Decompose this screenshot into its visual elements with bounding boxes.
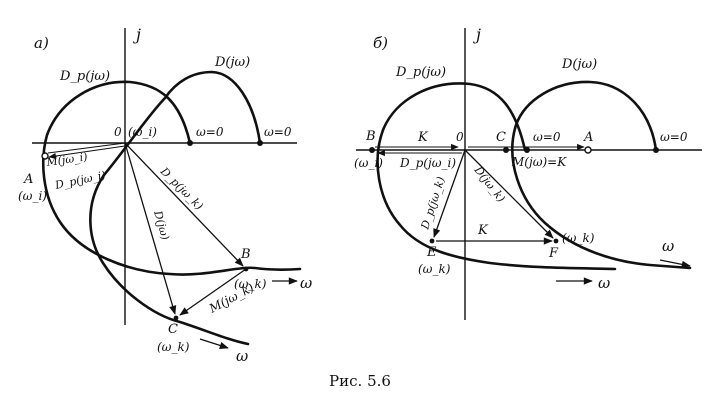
panel-b: б) j D_p(jω) D(jω) B (ω_i) K 0 C ω=0 A ω… bbox=[354, 25, 702, 320]
omega-b-label-a: ω bbox=[300, 274, 312, 292]
point-c-label-a: C bbox=[168, 322, 178, 337]
point-b-label-a: B bbox=[240, 247, 251, 262]
vec-m-k-label-a: M(jω_k) bbox=[206, 280, 256, 316]
vec-m-i-label-a: M(jω_i) bbox=[45, 150, 89, 169]
dp-curve-a bbox=[42, 80, 302, 276]
omega-arrow-c-a bbox=[199, 338, 229, 349]
dp-curve-label-b: D_p(jω) bbox=[395, 65, 446, 80]
dp-curve-label-a: D_p(jω) bbox=[59, 69, 110, 84]
origin-label-b: 0 bbox=[456, 130, 464, 144]
point-c-label-b: C bbox=[496, 130, 506, 145]
vec-dp-i-label-b: D_p(jω_i) bbox=[399, 156, 456, 170]
vec-d-k-b bbox=[464, 149, 554, 239]
point-a-marker-b bbox=[584, 146, 592, 154]
point-a-sub: (ω_i) bbox=[18, 189, 47, 203]
d-curve-label-a: D(jω) bbox=[214, 55, 250, 70]
point-f-label-b: F bbox=[548, 246, 559, 261]
dp-curve-b bbox=[376, 82, 617, 271]
origin-sub-a: (ω_i) bbox=[128, 125, 157, 139]
omega-top-label-b: ω bbox=[662, 237, 674, 255]
vec-d-a bbox=[124, 142, 177, 315]
omega-bottom-label-b: ω bbox=[598, 274, 610, 292]
vec-dp-k-label-b: D_p(jω_k) bbox=[418, 175, 448, 232]
point-c-marker bbox=[173, 315, 179, 321]
vec-dp-k-a bbox=[124, 142, 244, 267]
omega0-left-label-a: ω=0 bbox=[196, 125, 224, 139]
origin-label-a: 0 bbox=[114, 125, 122, 139]
d-curve-label-b: D(jω) bbox=[561, 57, 597, 72]
omega0-right-marker-b bbox=[653, 147, 659, 153]
vec-dp-i-a bbox=[48, 145, 126, 160]
label-k-top-b: K bbox=[417, 130, 429, 145]
omega-c-label-a: ω bbox=[236, 347, 248, 365]
point-b-label-b: B bbox=[365, 129, 376, 144]
vec-d-label-a: D(jω) bbox=[151, 208, 172, 241]
axis-im-label-a: j bbox=[133, 25, 141, 44]
point-b-sub-a: (ω_k) bbox=[234, 277, 267, 291]
point-f-sub-b: (ω_k) bbox=[562, 231, 595, 245]
vec-dp-i-label-a: D_p(jω_i) bbox=[53, 169, 107, 193]
vec-m-k-a bbox=[179, 268, 247, 316]
vec-d-k-label-b: D(jω_k) bbox=[471, 163, 508, 205]
point-a-label-b: A bbox=[583, 130, 593, 145]
point-a-label: A bbox=[23, 172, 33, 187]
point-e-label-b: E bbox=[426, 245, 437, 260]
omega0-mid-label-b: ω=0 bbox=[533, 130, 561, 144]
omega0-right-label-b: ω=0 bbox=[660, 130, 688, 144]
d-curve-a bbox=[89, 70, 262, 346]
omega0-point-left-a bbox=[187, 140, 193, 146]
d-curve-b bbox=[511, 80, 692, 270]
point-e-marker-b bbox=[429, 238, 435, 244]
tag-a: а) bbox=[34, 34, 49, 52]
point-e-sub-b: (ω_k) bbox=[418, 262, 451, 276]
tag-b: б) bbox=[373, 34, 388, 52]
figure-caption: Рис. 5.6 bbox=[329, 372, 391, 390]
m-eq-label-b: M(jω)=K bbox=[511, 155, 567, 169]
point-b-sub-b: (ω_i) bbox=[354, 156, 383, 170]
panel-a: а) j D_p(jω) D(jω) 0 (ω_i) ω=0 ω=0 A (ω_… bbox=[18, 25, 312, 365]
vec-dp-k-b bbox=[433, 149, 466, 238]
point-f-marker-b bbox=[553, 238, 559, 244]
omega0-mid-marker-b bbox=[524, 147, 530, 153]
vec-dp-k-label-a: D_p(jω_k) bbox=[157, 164, 205, 212]
point-c-marker-b bbox=[503, 147, 509, 153]
omega0-point-right-a bbox=[257, 140, 263, 146]
omega0-right-label-a: ω=0 bbox=[264, 125, 292, 139]
point-b-marker-b bbox=[369, 147, 375, 153]
point-c-sub-a: (ω_k) bbox=[157, 340, 190, 354]
vec-m-i-a bbox=[47, 142, 126, 154]
omega-arrow-top-b bbox=[659, 259, 691, 268]
label-k-mid-b: K bbox=[477, 223, 489, 238]
point-a-marker bbox=[41, 152, 49, 160]
axis-im-label-b: j bbox=[473, 25, 481, 44]
